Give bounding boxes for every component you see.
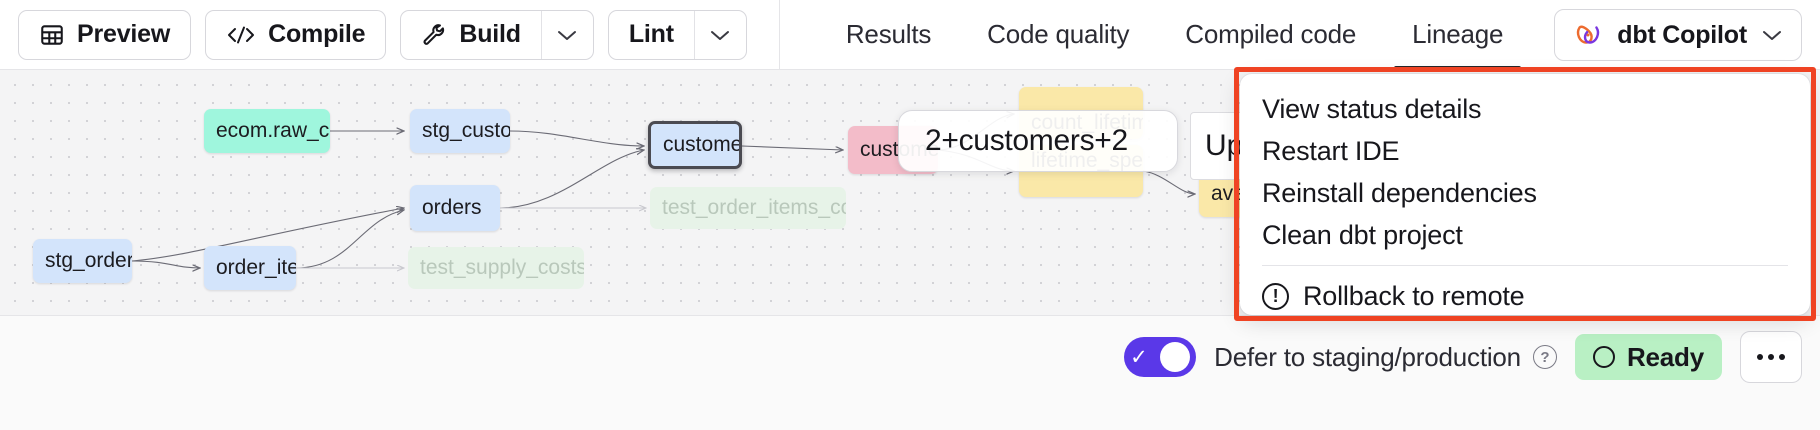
menu-item-clean-dbt-project[interactable]: Clean dbt project xyxy=(1240,214,1810,256)
node-label: customers xyxy=(663,133,742,156)
tab-lineage-label: Lineage xyxy=(1412,19,1504,49)
panel-tabs: Results Code quality Compiled code Linea… xyxy=(818,0,1531,70)
node-label: orders xyxy=(422,196,482,219)
tab-code-quality-label: Code quality xyxy=(987,19,1130,49)
help-circle-icon[interactable]: ? xyxy=(1532,345,1557,369)
menu-item-label: Restart IDE xyxy=(1262,135,1400,166)
lineage-node-stg-orders[interactable]: stg_orders xyxy=(33,239,132,283)
code-brackets-icon xyxy=(226,23,256,47)
status-badge[interactable]: Ready xyxy=(1574,334,1722,380)
node-hover-tooltip: 2+customers+2 xyxy=(898,110,1178,172)
status-badge-label: Ready xyxy=(1626,341,1704,372)
menu-item-label: View status details xyxy=(1262,93,1482,124)
defer-toggle[interactable]: ✓ xyxy=(1124,337,1197,377)
more-options-menu[interactable]: View status details Restart IDE Reinstal… xyxy=(1240,74,1810,315)
preview-label: Preview xyxy=(77,20,171,48)
dbt-copilot-button[interactable]: dbt Copilot xyxy=(1554,9,1802,61)
node-label: stg_orders xyxy=(45,249,132,272)
compile-label: Compile xyxy=(268,20,366,48)
build-chevron-down-icon[interactable] xyxy=(540,10,593,59)
alert-circle-icon: ! xyxy=(1262,282,1289,310)
menu-item-restart-ide[interactable]: Restart IDE xyxy=(1240,130,1810,172)
node-label: ecom.raw_cust... xyxy=(216,119,330,142)
tab-compiled-code[interactable]: Compiled code xyxy=(1157,0,1384,70)
menu-item-reinstall-dependencies[interactable]: Reinstall dependencies xyxy=(1240,172,1810,214)
status-bar-controls: ✓ Defer to staging/production ? Ready xyxy=(1124,331,1802,383)
check-icon: ✓ xyxy=(1130,345,1148,369)
lineage-node-orders[interactable]: orders xyxy=(410,185,500,231)
node-hover-tooltip-label: 2+customers+2 xyxy=(925,124,1128,157)
tab-results[interactable]: Results xyxy=(818,0,959,70)
defer-label: Defer to staging/production xyxy=(1214,341,1521,372)
lineage-node-stg-customers[interactable]: stg_custo... xyxy=(410,109,510,153)
dbt-copilot-icon xyxy=(1573,20,1603,50)
editor-toolbar: Preview Compile xyxy=(0,0,1820,70)
node-label: test_supply_costs_su... xyxy=(420,256,584,279)
lineage-node-test-order-items[interactable]: test_order_items_comput... xyxy=(650,187,846,229)
tab-compiled-code-label: Compiled code xyxy=(1185,19,1357,49)
build-label: Build xyxy=(459,20,521,48)
lineage-node-test-supply-costs[interactable]: test_supply_costs_su... xyxy=(408,247,584,289)
lint-label: Lint xyxy=(628,20,674,48)
ellipsis-icon xyxy=(1757,354,1785,360)
table-icon xyxy=(39,22,65,48)
node-label: stg_custo... xyxy=(422,119,510,142)
lineage-node-source[interactable]: ecom.raw_cust... xyxy=(204,109,330,153)
node-label: order_ite... xyxy=(216,256,296,279)
lint-split-button: Lint xyxy=(607,9,747,60)
menu-item-rollback-to-remote[interactable]: ! Rollback to remote xyxy=(1240,275,1810,315)
lineage-node-order-items[interactable]: order_ite... xyxy=(204,246,296,290)
compile-button[interactable]: Compile xyxy=(205,9,387,60)
menu-item-label: Clean dbt project xyxy=(1262,219,1463,250)
tab-results-label: Results xyxy=(845,19,932,49)
toolbar-divider xyxy=(778,0,780,70)
lint-chevron-down-icon[interactable] xyxy=(693,10,746,59)
lineage-node-customers-selected[interactable]: customers xyxy=(648,121,742,169)
build-button[interactable]: Build xyxy=(401,11,541,59)
build-split-button: Build xyxy=(400,9,594,60)
lint-button[interactable]: Lint xyxy=(609,11,694,59)
menu-item-view-status-details[interactable]: View status details xyxy=(1240,88,1810,130)
preview-button[interactable]: Preview xyxy=(18,9,192,60)
node-label: test_order_items_comput... xyxy=(662,196,846,219)
ide-status-bar: ✓ Defer to staging/production ? Ready xyxy=(0,315,1820,430)
dbt-copilot-label: dbt Copilot xyxy=(1617,20,1747,49)
circle-icon xyxy=(1592,346,1615,368)
menu-divider xyxy=(1262,265,1788,266)
menu-item-label: Reinstall dependencies xyxy=(1262,177,1537,208)
upstream-panel-label: Up xyxy=(1205,129,1244,162)
menu-item-label: Rollback to remote xyxy=(1303,280,1525,311)
toolbar-actions: Preview Compile xyxy=(0,0,780,70)
tab-lineage[interactable]: Lineage xyxy=(1384,0,1531,70)
copilot-chevron-down-icon xyxy=(1761,28,1783,42)
toggle-knob xyxy=(1160,342,1191,372)
wrench-icon xyxy=(421,22,447,48)
tab-code-quality[interactable]: Code quality xyxy=(959,0,1157,70)
more-options-button[interactable] xyxy=(1740,331,1802,383)
